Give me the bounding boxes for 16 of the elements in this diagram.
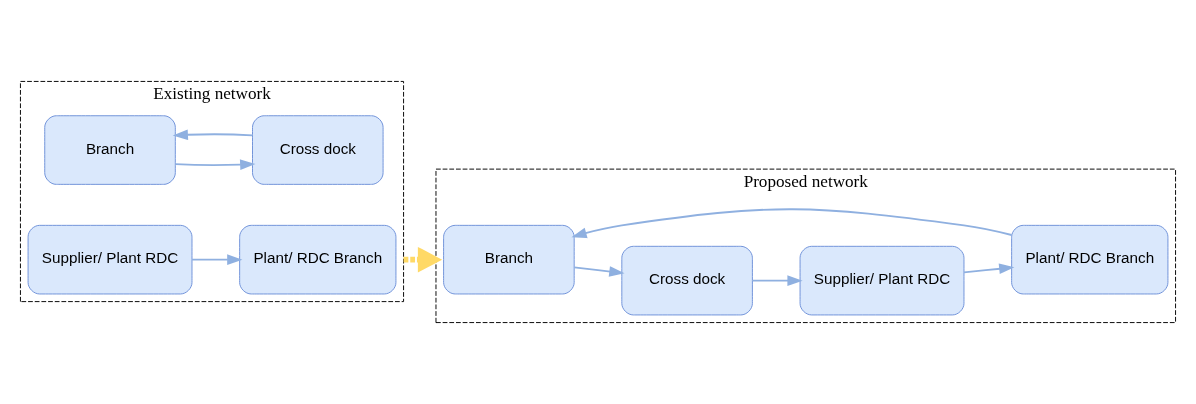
arrow [573, 266, 625, 277]
node-box: Supplier/ Plant RDC [799, 245, 965, 316]
arrow [963, 263, 1015, 275]
node-box: Supplier/ Plant RDC [27, 224, 193, 295]
arrow [571, 208, 1013, 239]
node-box: Branch [44, 115, 176, 185]
arrow [403, 246, 443, 273]
node-box: Branch [443, 224, 575, 295]
node-box: Cross dock [621, 245, 753, 316]
arrow [172, 129, 254, 141]
arrow [174, 159, 256, 170]
arrow [191, 254, 243, 265]
node-box: Plant/ RDC Branch [239, 224, 397, 295]
node-box: Cross dock [252, 115, 384, 185]
node-box: Plant/ RDC Branch [1011, 224, 1169, 295]
arrow [751, 275, 803, 286]
